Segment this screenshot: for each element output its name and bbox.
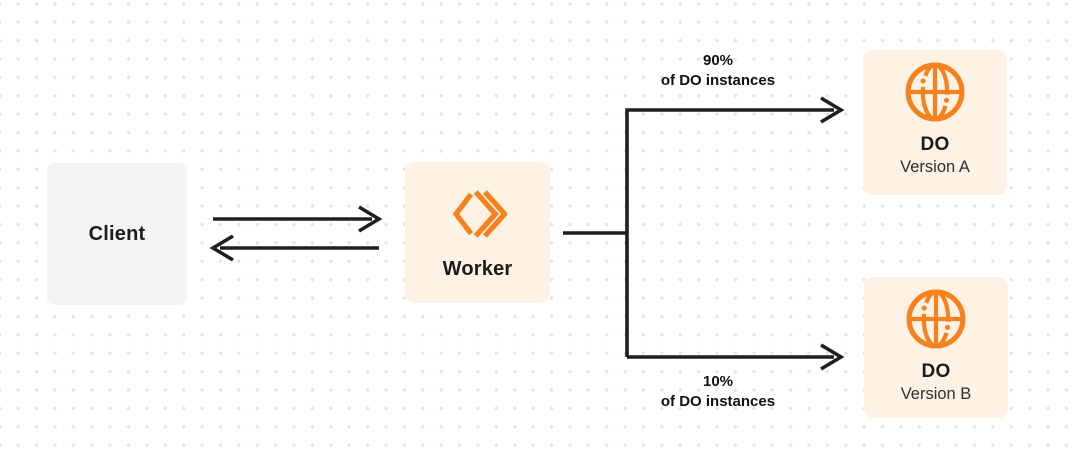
branch-bottom-percent: 10% [702,373,734,390]
branch-label-bottom: 10% of DO instances [598,372,838,412]
do-a-subtitle: Version A [900,158,970,176]
arrow-to-do-a-head [820,96,845,124]
arrow-to-do-b-head [820,343,845,371]
branch-bottom-caption: of DO instances [660,393,776,410]
branch-top-percent: 90% [702,52,734,69]
do-version-a-node: DO Version A [863,50,1007,195]
worker-label: Worker [442,257,513,280]
worker-node: Worker [405,162,550,303]
do-a-title: DO [920,134,950,155]
cloudflare-workers-icon [452,189,507,238]
arrow-worker-to-client-head [209,234,234,262]
client-label: Client [88,222,146,245]
do-b-subtitle: Version B [900,385,972,403]
do-b-title: DO [921,361,951,382]
durable-object-globe-icon [906,289,966,349]
branch-label-top: 90% of DO instances [598,51,838,91]
branch-top-caption: of DO instances [660,72,776,89]
branch-line-top [625,108,834,357]
arrow-client-to-worker-head [358,205,383,233]
do-version-b-node: DO Version B [864,277,1008,418]
durable-object-globe-icon [905,62,965,122]
client-node: Client [47,163,187,305]
